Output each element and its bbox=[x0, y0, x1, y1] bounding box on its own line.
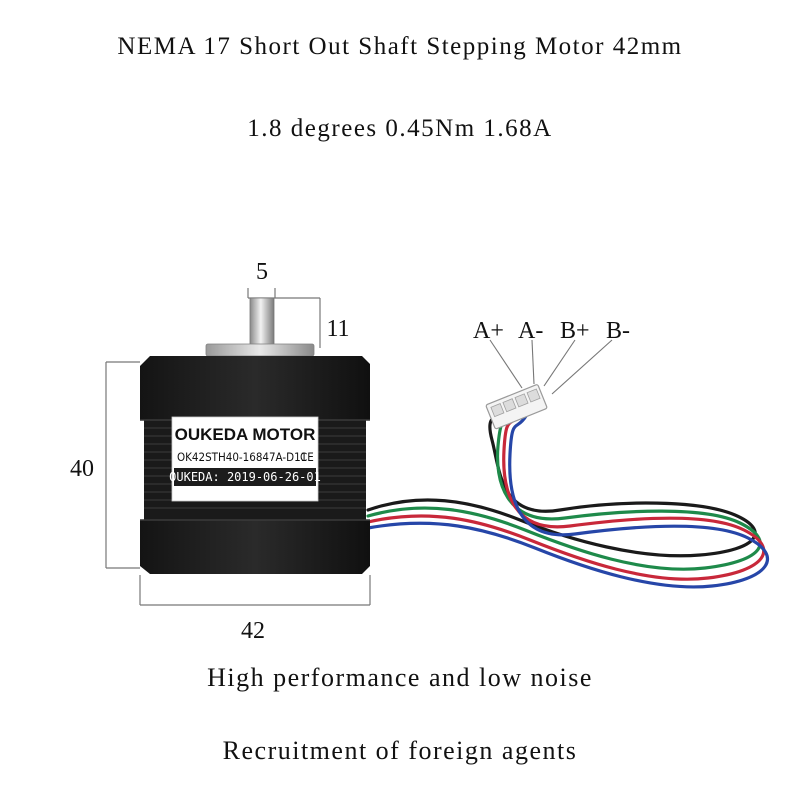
motor-wires bbox=[366, 408, 769, 589]
product-specs: 1.8 degrees 0.45Nm 1.68A bbox=[247, 115, 553, 142]
label-model: OK42STH40-16847A-D11 bbox=[177, 450, 307, 464]
body-height-label: 40 bbox=[70, 456, 94, 482]
dimension-lines bbox=[105, 288, 371, 606]
pin-label-a-minus: A- bbox=[518, 318, 543, 344]
product-title: NEMA 17 Short Out Shaft Stepping Motor 4… bbox=[117, 33, 683, 60]
pin-label-a-plus: A+ bbox=[473, 318, 504, 344]
wire-connector bbox=[485, 384, 548, 430]
motor-label: OUKEDA MOTOR OK42STH40-16847A-D11 CE OUK… bbox=[169, 416, 321, 502]
label-date: OUKEDA: 2019-06-26-01 bbox=[169, 470, 321, 484]
shaft-diameter-label: 5 bbox=[256, 259, 268, 285]
pin-label-b-minus: B- bbox=[606, 318, 630, 344]
label-brand: OUKEDA MOTOR bbox=[175, 425, 316, 444]
shaft-length-label: 11 bbox=[326, 316, 349, 342]
label-ce-mark: CE bbox=[300, 450, 314, 464]
wire-blue bbox=[366, 414, 769, 589]
pin-leader-lines bbox=[489, 339, 613, 395]
product-tagline: High performance and low noise bbox=[207, 663, 593, 692]
motor-shaft bbox=[249, 297, 275, 347]
motor-flange bbox=[205, 343, 315, 357]
body-width-label: 42 bbox=[241, 618, 265, 644]
pin-label-b-plus: B+ bbox=[560, 318, 590, 344]
wire-red bbox=[366, 412, 766, 581]
wire-green bbox=[366, 410, 762, 571]
footer-note: Recruitment of foreign agents bbox=[222, 736, 578, 765]
